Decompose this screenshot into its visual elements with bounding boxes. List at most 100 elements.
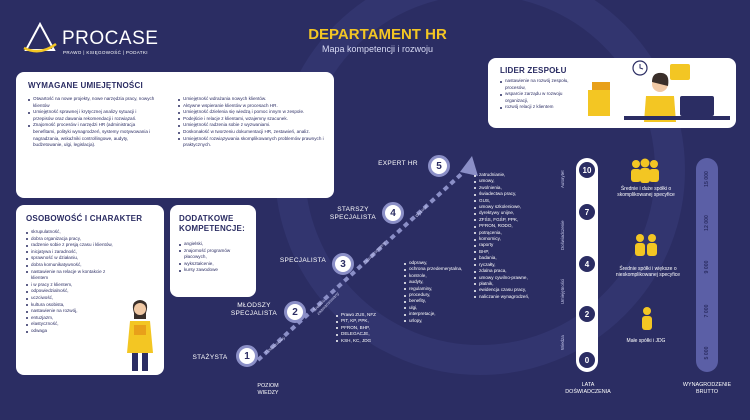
personality-item: nastawienie na relacje w kontakcie z kli… bbox=[26, 269, 118, 282]
personality-item: nastawienie na rozwój, bbox=[26, 308, 118, 315]
skill-list-basic: Prawo ZUS, NFZ PIT, KP, PPK, PFRON, BHP,… bbox=[336, 312, 398, 344]
skill-list-item: dyrektywy unijne, bbox=[474, 210, 552, 216]
personality-item: i w pracy z klientem, bbox=[26, 282, 118, 289]
leader-item: wsparcie zarządu w rozwoju organizacji, bbox=[500, 91, 578, 104]
skill-list-item: ochrona przedemerytalna, bbox=[404, 266, 470, 272]
skill-item: Otwartość na nowe projekty, nowe narzędz… bbox=[28, 96, 158, 109]
skill-list-item: raporty bbox=[474, 242, 552, 248]
skill-list-item: świadectwa pracy, bbox=[474, 191, 552, 197]
skill-list-item: umowy, bbox=[474, 178, 552, 184]
skill-item: Umiejętność radzenia sobie z wyzwaniami. bbox=[178, 122, 326, 129]
salary-axis-label: WYNAGRODZENIE BRUTTO bbox=[682, 382, 732, 395]
personality-item: radzenie sobie z presją czasu i klientów… bbox=[26, 242, 118, 249]
skill-list-item: PFRON, RODO, bbox=[474, 223, 552, 229]
experience-level: Autorytet bbox=[560, 170, 565, 188]
brand-logo bbox=[22, 21, 58, 59]
skill-list-item: zwolnienia, bbox=[474, 185, 552, 191]
experience-bar: 10 7 4 2 0 bbox=[576, 158, 598, 372]
personality-item: inicjatywa i zaradność, bbox=[26, 249, 118, 256]
extra-skill-item: wykształcenie, bbox=[179, 261, 249, 268]
company-type-label: Małe spółki i JDG bbox=[626, 338, 666, 344]
skill-list-item: ryczałty, bbox=[474, 262, 552, 268]
experience-level: Wiedza bbox=[560, 335, 565, 350]
personality-item: skrupulatność, bbox=[26, 229, 118, 236]
stage-label-5: EXPERT HR bbox=[378, 160, 418, 167]
extra-skills-card: DODATKOWE KOMPETENCJE: angielski, znajom… bbox=[170, 205, 256, 297]
personality-item: sprawność w działaniu, bbox=[26, 255, 118, 262]
stage-label-4: STARSZY SPECJALISTA bbox=[329, 206, 377, 221]
skill-list-item: GUS, bbox=[474, 198, 552, 204]
page-subtitle: Mapa kompetencji i rozwoju bbox=[321, 44, 434, 54]
skill-list-item: umowy cywilno-prawne, bbox=[474, 275, 552, 281]
skill-list-item: procedury, bbox=[404, 292, 470, 298]
salary-value: 5 000 bbox=[704, 346, 710, 360]
skill-list-item: naliczanie wynagrodzeń, bbox=[474, 294, 552, 300]
stage-circle-3: 3 bbox=[332, 253, 354, 275]
personality-list: skrupulatność, dobra organizacja pracy, … bbox=[26, 229, 118, 335]
experience-value: 2 bbox=[579, 306, 595, 322]
skill-list-item: audyty, bbox=[404, 279, 470, 285]
skill-item: Umiejętność sprawnej i krytycznej analiz… bbox=[28, 109, 158, 122]
skill-list-item: odprawy, bbox=[404, 260, 470, 266]
skill-item: Umiejętność dzielenia się wiedzą i pomoc… bbox=[178, 109, 326, 116]
skill-list-item: kontrole, bbox=[404, 273, 470, 279]
skill-list-item: regulaminy, bbox=[404, 286, 470, 292]
skill-list-item: DELEGACJE, bbox=[336, 331, 398, 337]
extra-skills-list: angielski, znajomość programów płacowych… bbox=[179, 241, 249, 274]
person-small-icon bbox=[642, 307, 652, 330]
skill-list-item: BHP, bbox=[474, 249, 552, 255]
salary-value: 15 000 bbox=[704, 171, 710, 187]
extra-skill-item: kursy zawodowe bbox=[179, 267, 249, 274]
experience-value: 0 bbox=[579, 352, 595, 368]
group-large-icon bbox=[631, 158, 659, 183]
stage-circle-1: 1 bbox=[236, 345, 258, 367]
experience-value: 7 bbox=[579, 204, 595, 220]
skill-list-item: interpretacje, bbox=[404, 311, 470, 317]
personality-item: uczciwość, bbox=[26, 295, 118, 302]
extra-skills-title: DODATKOWE KOMPETENCJE: bbox=[179, 214, 245, 233]
skill-item: Aktywne wspieranie klientów w procesach … bbox=[178, 103, 326, 110]
skill-list-item: PFRON, BHP, bbox=[336, 325, 398, 331]
personality-item: entuzjazm, bbox=[26, 315, 118, 322]
personality-item: odwaga bbox=[26, 328, 118, 335]
leader-item: rozwój relacji z klientem bbox=[500, 104, 578, 111]
skill-list-item: ewidencja czasu pracy, bbox=[474, 287, 552, 293]
knowledge-axis-label: POZIOM WIEDZY bbox=[257, 383, 279, 396]
skill-list-item: badania, bbox=[474, 255, 552, 261]
leader-title: LIDER ZESPOŁU bbox=[500, 66, 567, 75]
skills-title: WYMAGANE UMIEJĘTNOŚCI bbox=[28, 81, 143, 90]
skills-list-left: Otwartość na nowe projekty, nowe narzędz… bbox=[28, 96, 158, 149]
salary-value: 9 000 bbox=[704, 260, 710, 274]
salary-bar: 15 000 12 000 9 000 7 000 5 000 bbox=[696, 158, 718, 372]
personality-item: dobra organizacja pracy, bbox=[26, 236, 118, 243]
skill-list-item: PIT, KP, PPK, bbox=[336, 318, 398, 324]
stage-label-1: STAŻYSTA bbox=[192, 354, 228, 361]
procase-logo-icon bbox=[23, 21, 57, 53]
personality-item: dobra komunikatywność, bbox=[26, 262, 118, 269]
personality-item: odpowiedzialność, bbox=[26, 288, 118, 295]
skill-list-item: potrącenia, bbox=[474, 230, 552, 236]
stage-circle-2: 2 bbox=[284, 301, 306, 323]
skill-item: Doskonałość w tworzeniu dokumentacji HR,… bbox=[178, 129, 326, 136]
skills-card: WYMAGANE UMIEJĘTNOŚCI Otwartość na nowe … bbox=[16, 72, 334, 198]
group-medium-icon bbox=[635, 234, 657, 256]
skill-list-item: umowy szkoleniowe, bbox=[474, 204, 552, 210]
skill-list-item: Prawo ZUS, NFZ bbox=[336, 312, 398, 318]
skill-list-item: zatrudnianie, bbox=[474, 172, 552, 178]
personality-item: elastyczność, bbox=[26, 321, 118, 328]
personality-card: OSOBOWOŚĆ I CHARAKTER skrupulatność, dob… bbox=[16, 205, 164, 375]
stage-label-3: SPECJALISTA bbox=[279, 257, 327, 264]
personality-item: kultura osobista, bbox=[26, 302, 118, 309]
salary-value: 12 000 bbox=[704, 215, 710, 231]
leader-list: nastawienie na rozwój zespołu, procesów,… bbox=[500, 78, 578, 111]
skill-list-item: ulgi, bbox=[404, 305, 470, 311]
leader-card: LIDER ZESPOŁU nastawienie na rozwój zesp… bbox=[488, 58, 736, 128]
personality-title: OSOBOWOŚĆ I CHARAKTER bbox=[26, 214, 143, 223]
skill-list-item: KSH, KC, JDG bbox=[336, 338, 398, 344]
skill-item: Umiejętność wdrażania nowych klientów. bbox=[178, 96, 326, 103]
woman-with-folder-illustration bbox=[127, 300, 153, 371]
skill-list-item: ZFŚS, FGŚP, PPK, bbox=[474, 217, 552, 223]
experience-axis-label: LATA DOŚWIADCZENIA bbox=[565, 382, 611, 395]
skill-list-item: płatnik, bbox=[474, 281, 552, 287]
